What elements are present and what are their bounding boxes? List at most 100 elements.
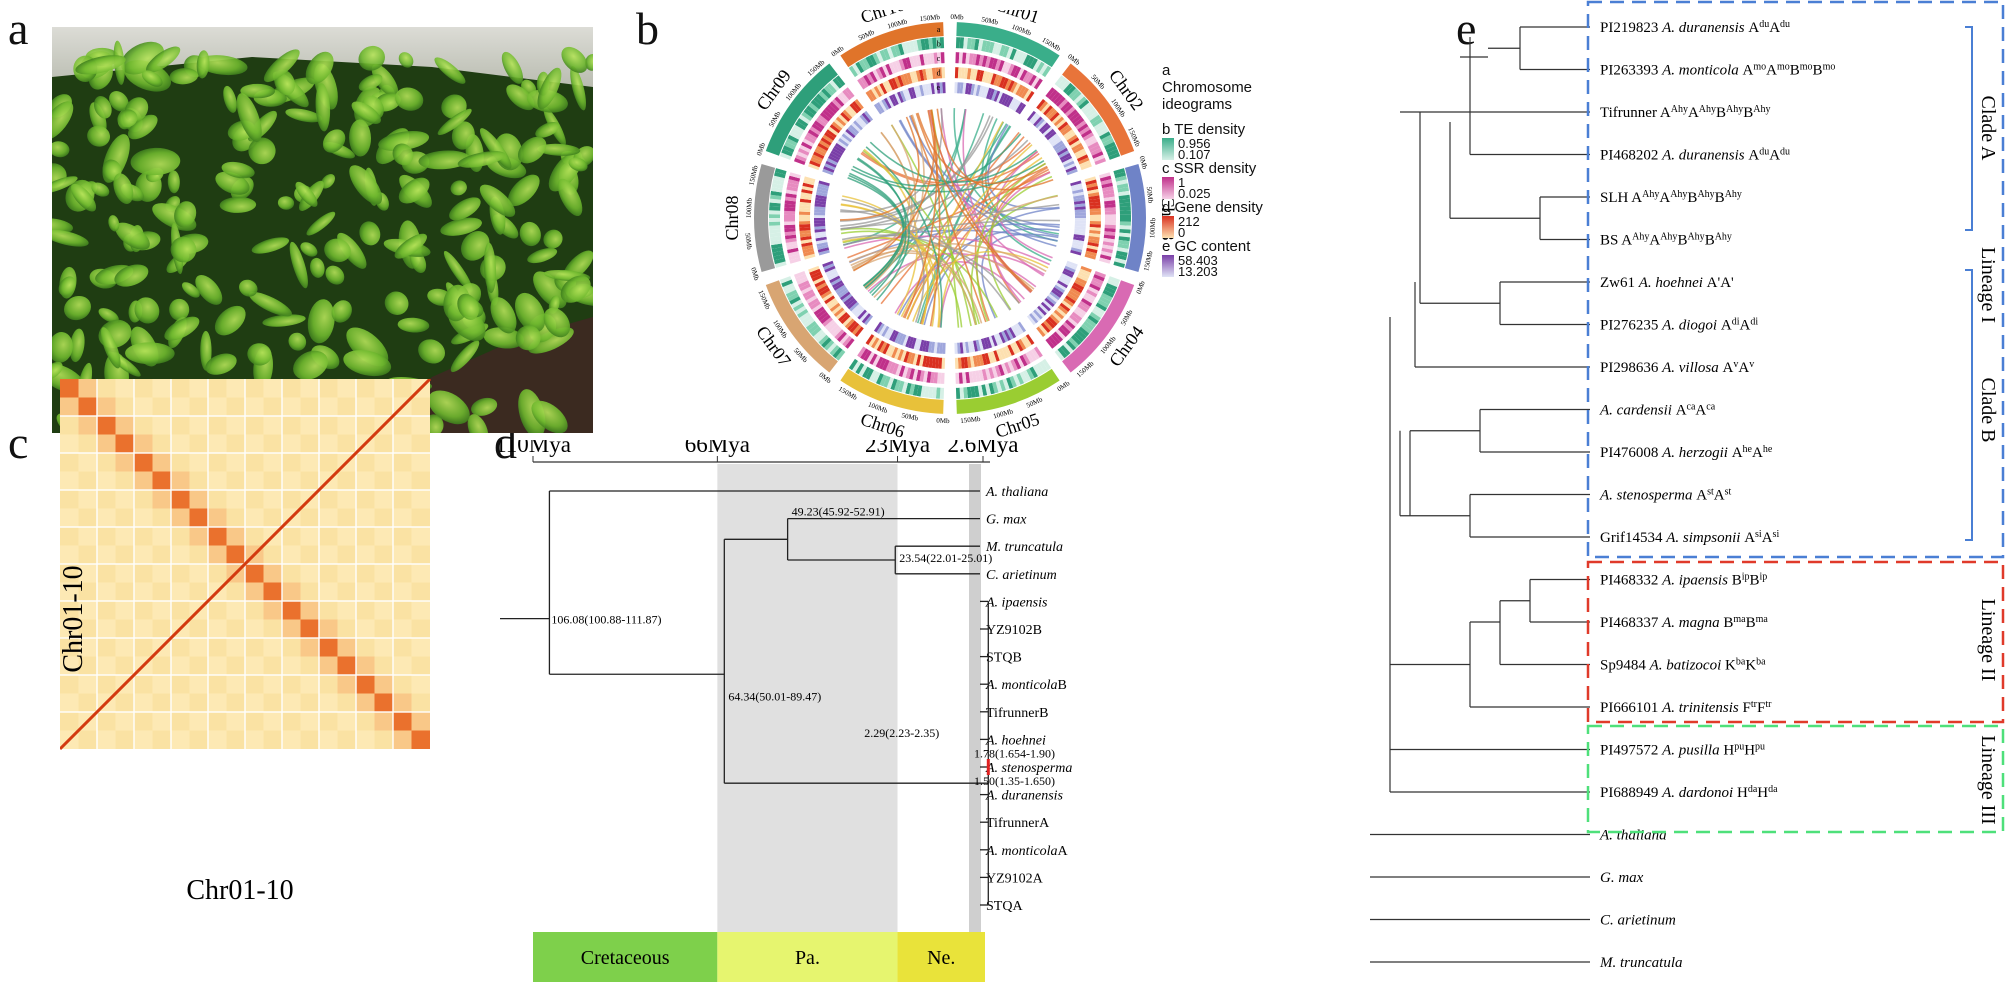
heatmap-cell [245,416,264,435]
taxon-label: PI468202 A. duranensis AduAdu [1600,146,1790,164]
heatmap-cell [97,379,116,398]
density-bin [885,360,893,373]
density-bin [787,182,799,189]
density-bin [916,385,923,397]
leaf-shape [557,178,583,217]
density-bin [968,53,974,65]
density-bin [993,74,1000,86]
density-bin [936,82,941,94]
density-bin [835,309,847,320]
density-bin [988,88,995,100]
density-bin [1050,91,1061,103]
density-bin [770,190,782,197]
density-bin [975,370,981,382]
density-bin [985,368,992,380]
density-bin [1101,247,1113,254]
density-bin [1073,231,1086,236]
leaf-shape [52,176,78,194]
density-bin [1033,309,1043,320]
heatmap-cell [263,545,282,564]
density-bin [815,197,827,202]
density-bin [814,220,826,224]
synteny-link [847,177,904,287]
density-bin [1116,183,1129,189]
density-bin [784,286,796,295]
density-bin [788,254,801,261]
density-bin [912,40,919,52]
density-bin [928,356,934,368]
synteny-link [843,219,1060,246]
heatmap-cell [319,564,338,583]
taxon-label: STQA [986,899,1023,914]
leaf-shape [277,196,295,210]
density-bin [1119,214,1131,218]
density-bin [799,201,811,206]
density-bin [957,342,961,354]
density-bin [993,350,1000,362]
density-bin [845,297,856,308]
heatmap-cell [411,434,430,453]
heatmap-cell [337,508,356,527]
density-bin [897,349,904,361]
density-bin [1042,126,1053,137]
heatmap-cell [78,434,97,453]
density-bin [835,142,846,152]
density-bin [820,290,832,299]
heatmap-cell [115,397,134,416]
density-bin [897,43,905,56]
density-bin [1069,287,1081,296]
density-bin [784,141,796,150]
density-bin [894,332,902,344]
density-bin [1062,270,1074,278]
heatmap-cell [171,601,190,620]
heatmap-cell [245,564,264,583]
leaf-shape [537,143,581,156]
density-bin [888,362,896,374]
synteny-link [840,209,1011,311]
tick-label: 100Mb [745,197,754,218]
heatmap-cell [152,508,171,527]
density-bin [924,386,930,398]
heatmap-cell [60,379,79,398]
density-bin [799,218,811,222]
density-bin [788,175,801,182]
density-bin [924,83,930,96]
density-bin [799,283,811,292]
density-bin [814,218,826,221]
heatmap-cell [319,619,338,638]
density-bin [995,43,1003,56]
density-bin [1054,284,1065,294]
density-bin [810,157,822,165]
density-bin [1020,337,1029,349]
heatmap-cell [78,545,97,564]
density-bin [1073,332,1085,343]
density-bin [853,120,863,131]
density-bin [869,353,878,365]
density-bin [901,381,908,394]
heatmap-cell [263,693,282,712]
heatmap-cell [300,730,319,749]
density-bin [1033,116,1043,127]
density-bin [1060,80,1071,92]
density-bin [891,346,899,359]
density-bin [810,99,822,110]
density-bin [955,52,960,64]
density-bin [966,386,972,399]
heatmap-cell [411,397,430,416]
density-bin [803,253,816,260]
tick-label: 50Mb [1145,186,1155,204]
heatmap-cell [393,416,412,435]
heatmap-cell [134,471,153,490]
heatmap-cell [337,397,356,416]
heatmap-cell [411,712,430,731]
heatmap-cell [152,545,171,564]
heatmap-cell [282,638,301,657]
leaf-shape [315,83,331,132]
node-age-label: 49.23(45.92-52.91) [792,504,885,518]
density-bin [894,348,902,360]
density-bin [984,40,991,53]
density-bin [912,368,919,381]
density-bin [897,333,904,345]
density-bin [1071,285,1083,294]
